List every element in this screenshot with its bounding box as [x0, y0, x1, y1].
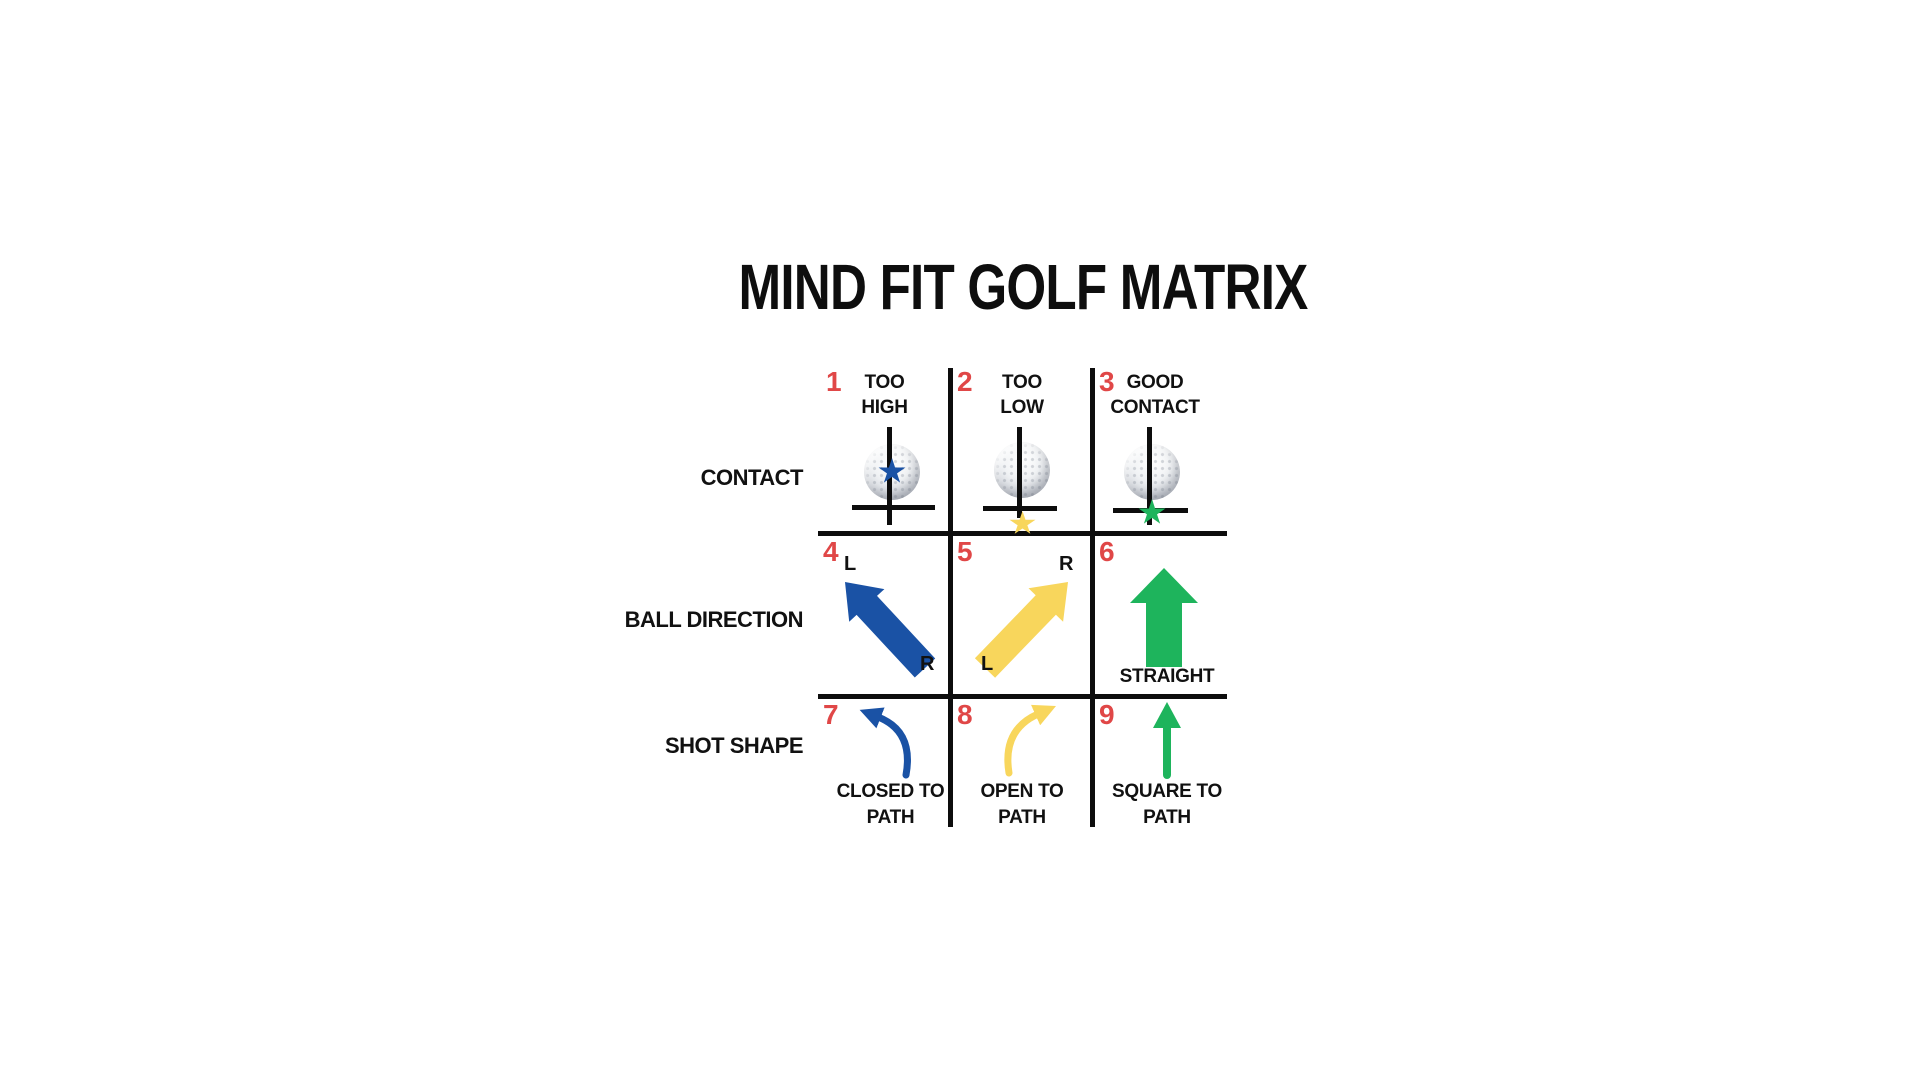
- cell-header: TOO LOW: [951, 370, 1093, 420]
- cell-number: 6: [1099, 536, 1115, 567]
- grid-vertical-line-1: [948, 368, 953, 827]
- cell-4-ball-left: 4 L R: [818, 534, 951, 697]
- caption-line-1: OPEN TO: [980, 781, 1064, 802]
- cell-number: 5: [957, 536, 973, 567]
- cell-number: 8: [957, 699, 973, 730]
- header-line-2: CONTACT: [1110, 397, 1200, 418]
- letter-right: R: [1059, 553, 1074, 575]
- cell-caption: SQUARE TO PATH: [1097, 779, 1237, 831]
- yellow-curved-arrow-up-right-icon: [1004, 704, 1057, 777]
- row-label-ball-direction: BALL DIRECTION: [624, 607, 804, 632]
- header-line-1: TOO: [864, 372, 905, 393]
- yellow-block-arrow-up-right-icon: [974, 582, 1068, 678]
- cell-9-square-to-path: 9 SQUARE TO PATH: [1093, 697, 1227, 829]
- impact-ground-line: [983, 506, 1057, 511]
- row-label-shot-shape: SHOT SHAPE: [664, 733, 804, 758]
- cell-caption: CLOSED TO PATH: [824, 779, 957, 831]
- caption-line-1: CLOSED TO: [836, 781, 945, 802]
- cell-caption: OPEN TO PATH: [951, 779, 1093, 831]
- header-line-1: TOO: [1002, 372, 1042, 393]
- blue-block-arrow-up-left-icon: [845, 582, 936, 678]
- cell-1-too-high: 1 TOO HIGH: [818, 368, 951, 534]
- caption-line-2: PATH: [1143, 807, 1191, 828]
- cell-5-ball-right: 5 R L: [951, 534, 1093, 697]
- yellow-star-icon: [1009, 511, 1036, 534]
- green-block-arrow-up-icon: [1130, 568, 1198, 667]
- grid-vertical-line-2: [1090, 368, 1095, 827]
- cell-2-too-low: 2 TOO LOW: [951, 368, 1093, 534]
- cell-header: TOO HIGH: [818, 370, 951, 420]
- cell-number: 2: [957, 366, 973, 397]
- matrix-grid: 1 TOO HIGH 2 TOO LOW 3 GOOD: [818, 368, 1227, 829]
- cell-6-ball-straight: 6 STRAIGHT: [1093, 534, 1227, 697]
- impact-vertical-line: [1147, 427, 1152, 525]
- cell-header: GOOD CONTACT: [1093, 370, 1227, 420]
- cell-8-open-to-path: 8 OPEN TO PATH: [951, 697, 1093, 829]
- grid-horizontal-line-2: [818, 694, 1227, 699]
- letter-left: L: [844, 553, 857, 575]
- cell-3-good-contact: 3 GOOD CONTACT: [1093, 368, 1227, 534]
- cell-number: 1: [826, 366, 842, 397]
- golf-ball-icon: [994, 442, 1050, 498]
- cell-7-closed-to-path: 7 CLOSED TO PATH: [818, 697, 951, 829]
- impact-ground-line: [852, 505, 935, 510]
- caption-line-2: PATH: [998, 807, 1046, 828]
- impact-vertical-line: [1017, 427, 1022, 518]
- row-label-contact: CONTACT: [700, 465, 804, 490]
- cell-number: 4: [823, 536, 839, 567]
- blue-curved-arrow-up-left-icon: [859, 707, 911, 779]
- header-line-1: GOOD: [1126, 372, 1184, 393]
- golf-ball-icon: [1124, 444, 1180, 500]
- header-line-2: HIGH: [861, 397, 908, 418]
- page-title: MIND FIT GOLF MATRIX: [738, 251, 1309, 323]
- cell-number: 7: [823, 699, 839, 730]
- letter-left: L: [981, 653, 994, 675]
- header-line-2: LOW: [1000, 397, 1044, 418]
- cell-caption: STRAIGHT: [1119, 666, 1215, 687]
- green-thin-arrow-up-icon: [1153, 702, 1181, 779]
- caption-line-2: PATH: [866, 807, 915, 828]
- cell-number: 3: [1099, 366, 1115, 397]
- caption-line-1: SQUARE TO: [1112, 781, 1222, 802]
- letter-right: R: [920, 653, 935, 675]
- cell-number: 9: [1099, 699, 1115, 730]
- grid-horizontal-line-1: [818, 531, 1227, 536]
